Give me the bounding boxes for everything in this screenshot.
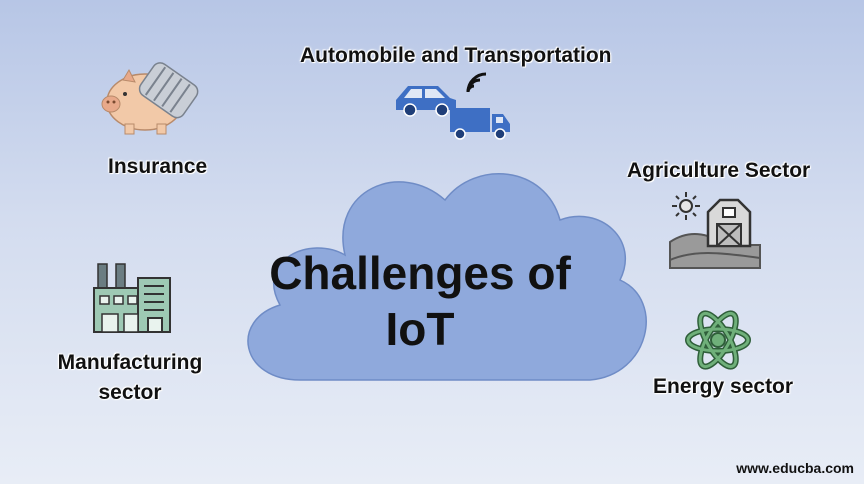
title-line-1: Challenges of [269,247,571,299]
automobile-label: Automobile and Transportation [300,44,612,67]
factory-icon [93,263,171,333]
insurance-label: Insurance [108,155,208,178]
car-truck-wifi-icon [396,72,510,140]
watermark: www.educba.com [736,460,854,476]
title-line-2: IoT [385,303,455,355]
atom-icon [685,310,751,370]
energy-label: Energy sector [653,375,794,398]
manufacturing-label: Manufacturing sector [40,348,220,408]
manufacturing-label-line-2: sector [98,381,162,404]
diagram-title: Challenges of IoT [250,245,590,357]
agriculture-label: Agriculture Sector [627,159,811,182]
barn-sun-icon [669,192,761,269]
manufacturing-label-line-1: Manufacturing [57,351,203,374]
piggy-bank-icon [101,62,199,135]
